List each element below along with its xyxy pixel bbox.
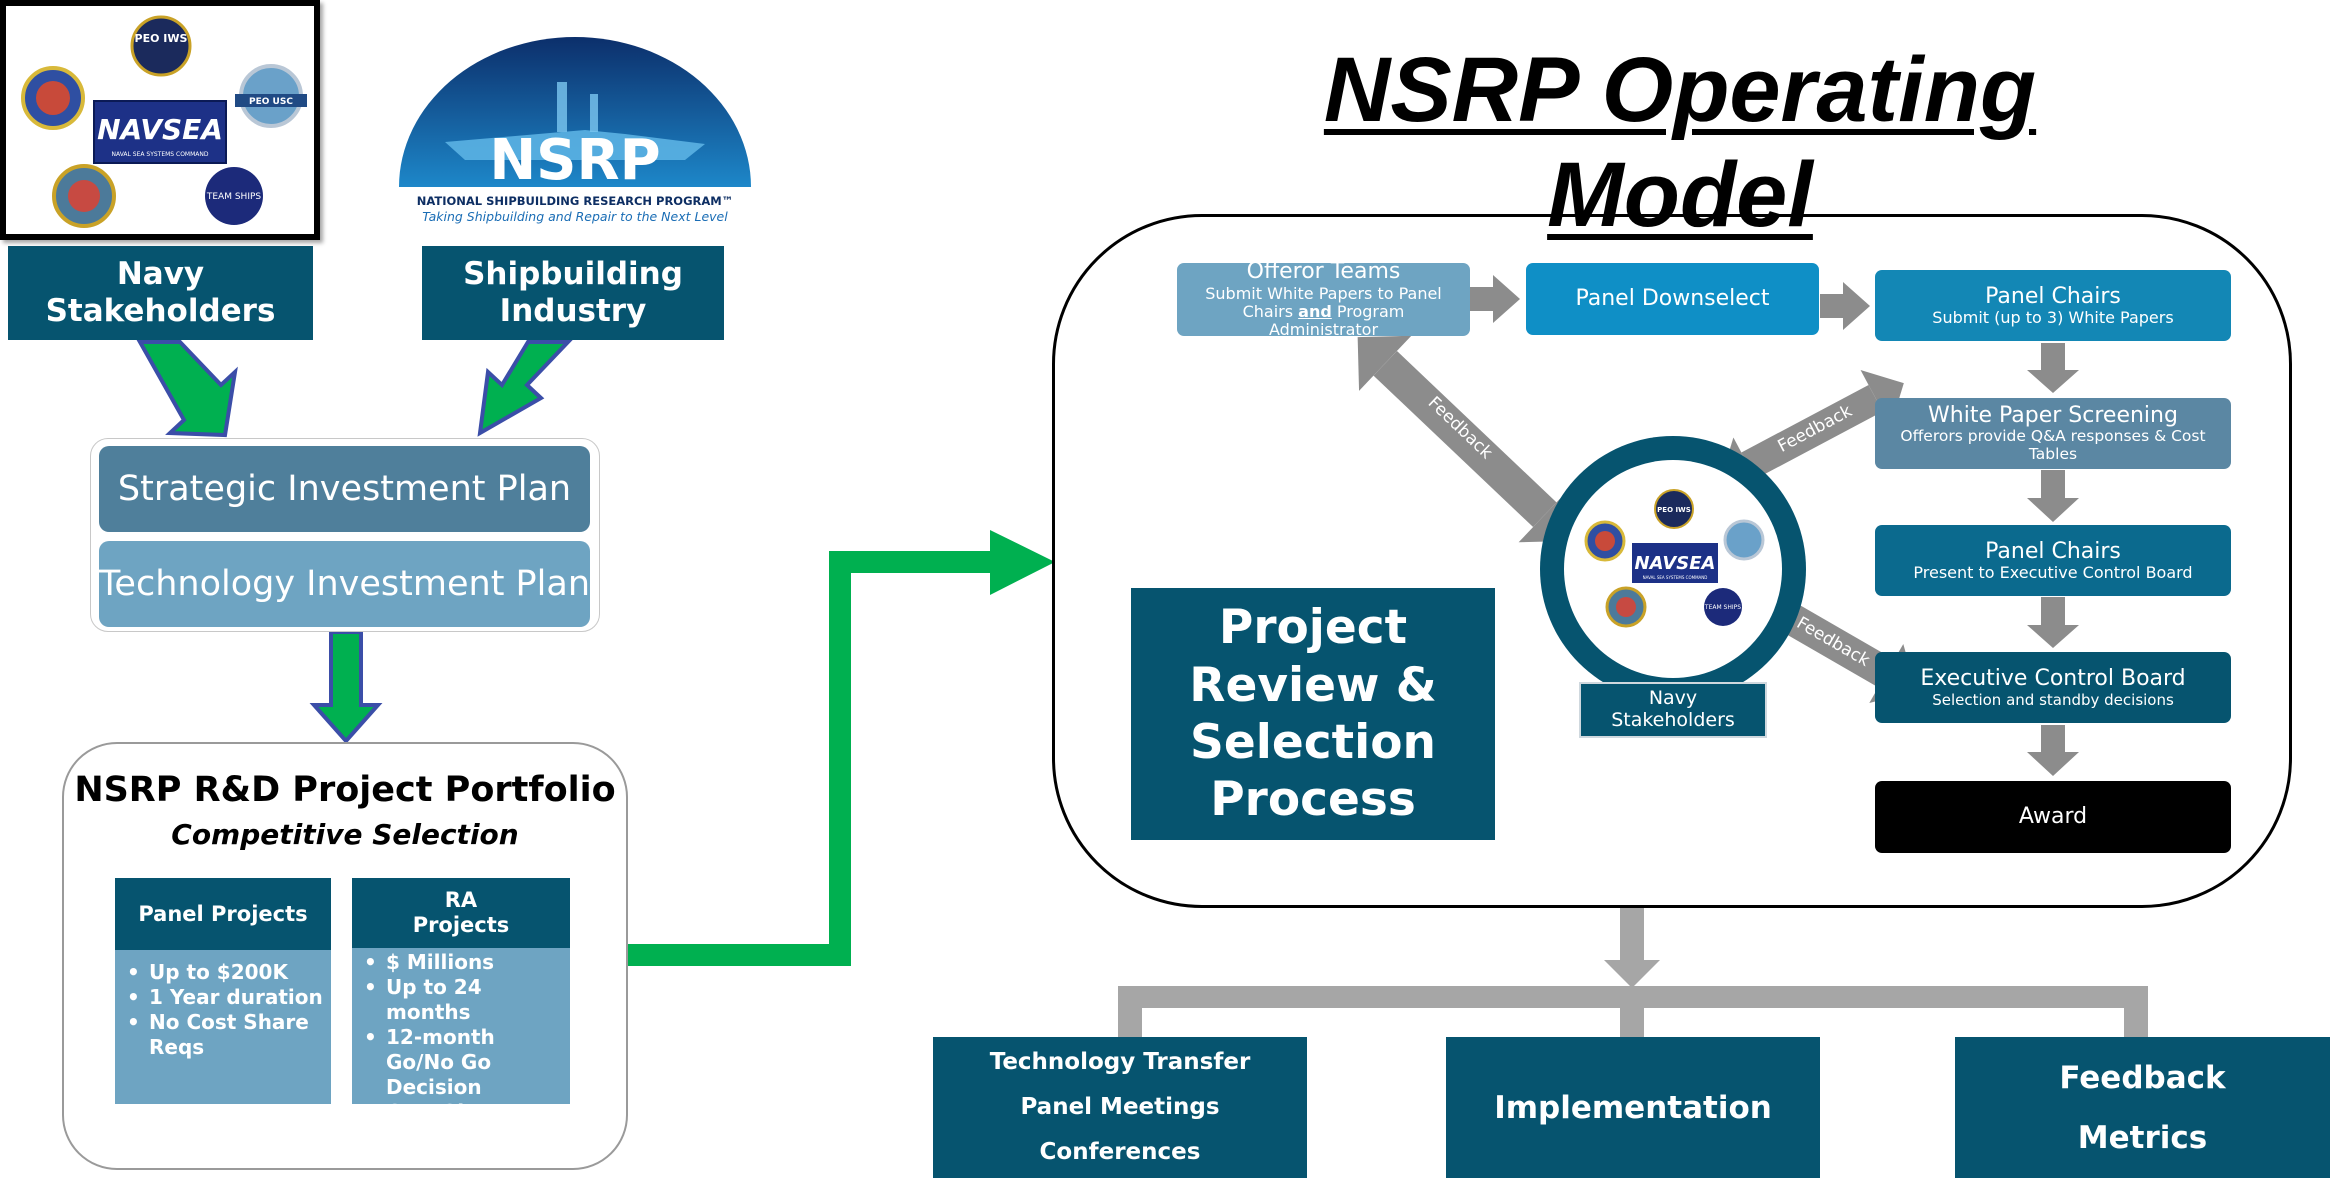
panel-projects-header-text: Panel Projects: [138, 902, 308, 926]
seal-peo-usc-text: PEO USC: [249, 97, 293, 107]
chairs-to-screening-arrow: [2027, 343, 2079, 393]
offeror-to-downselect-arrow: [1470, 275, 1520, 323]
portfolio-subtitle-text: Competitive Selection: [171, 818, 519, 851]
navy-stakeholders-box: Navy Stakeholders: [8, 246, 313, 340]
outcome-drop-left: [1118, 986, 1142, 1038]
panel-chairs-present-subtitle: Present to Executive Control Board: [1913, 562, 2193, 582]
process-label-box: Project Review & Selection Process: [1131, 588, 1495, 840]
executive-control-board-title: Executive Control Board: [1920, 666, 2186, 692]
offeror-teams-box: Offeror Teams Submit White Papers to Pan…: [1177, 259, 1470, 339]
panel-chairs-submit-title: Panel Chairs: [1985, 283, 2121, 309]
ra-projects-bullet: Cost Share Reqs: [364, 1100, 564, 1150]
panel-chairs-present-box: Panel Chairs Present to Executive Contro…: [1875, 525, 2231, 596]
panel-projects-card: Panel Projects Up to $200K 1 Year durati…: [115, 878, 331, 1104]
ra-projects-header: RA Projects: [352, 878, 570, 948]
outcome-trunk-arrowhead: [1604, 960, 1660, 988]
panel-downselect-label: Panel Downselect: [1575, 286, 1770, 312]
process-label-text: Project Review & Selection Process: [1189, 600, 1437, 828]
ra-projects-bullet: 12-month Go/No Go Decision: [364, 1025, 564, 1100]
white-paper-screening-box: White Paper Screening Offerors provide Q…: [1875, 398, 2231, 469]
ra-projects-bullet: $ Millions: [364, 950, 564, 975]
navsea-caption: NAVAL SEA SYSTEMS COMMAND: [111, 151, 208, 158]
ecb-to-award-arrow: [2027, 725, 2079, 776]
seals-graphic: PEO IWS PEO USC NAVSEA NAVAL SEA SYSTEMS…: [21, 15, 307, 228]
outcome-implementation: Implementation: [1494, 1089, 1772, 1126]
outcome-metrics: Metrics: [2077, 1119, 2208, 1156]
outcome-trunk: [1620, 906, 1644, 966]
nsrp-tagline: Taking Shipbuilding and Repair to the Ne…: [422, 209, 728, 224]
technology-transfer-box: Technology Transfer Panel Meetings Confe…: [933, 1037, 1307, 1178]
award-label: Award: [2018, 804, 2088, 830]
ring-seals-graphic: PEO IWS NAVSEA NAVAL SEA SYSTEMS COMMAND…: [1584, 489, 1765, 628]
page-title-text: NSRP Operating Model: [1323, 39, 2037, 246]
portfolio-to-process-connector: [628, 551, 1000, 966]
stakeholder-seals-logo: PEO IWS PEO USC NAVSEA NAVAL SEA SYSTEMS…: [0, 0, 320, 240]
ring-seal-peo-iws-text: PEO IWS: [1657, 506, 1691, 514]
offeror-teams-title: Offeror Teams: [1246, 259, 1401, 285]
offeror-teams-subtitle: Submit White Papers to Panel Chairs and …: [1205, 283, 1442, 340]
ra-projects-card: RA Projects $ Millions Up to 24 months 1…: [352, 878, 570, 1149]
outcome-panel-meetings: Panel Meetings: [1020, 1094, 1220, 1120]
downselect-to-chairs-arrow: [1820, 282, 1870, 330]
shipbuilding-industry-box: Shipbuilding Industry: [422, 246, 724, 340]
seal-team-ships-text: TEAM SHIPS: [206, 192, 262, 202]
ring-navsea-wordmark: NAVSEA: [1635, 553, 1716, 574]
navy-stakeholders-label: Navy Stakeholders: [45, 255, 276, 329]
panel-downselect-box: Panel Downselect: [1526, 263, 1819, 335]
ring-navy-stakeholders-label: Navy Stakeholders: [1611, 687, 1735, 731]
shipbuilding-industry-label: Shipbuilding Industry: [463, 255, 683, 329]
plan-to-portfolio-arrow: [309, 630, 383, 745]
strategic-investment-plan: Strategic Investment Plan: [99, 446, 590, 532]
ring-navsea-caption: NAVAL SEA SYSTEMS COMMAND: [1643, 575, 1708, 580]
outcome-technology-transfer: Technology Transfer: [989, 1049, 1251, 1075]
ring-seal-team-ships-text: TEAM SHIPS: [1704, 604, 1741, 611]
white-paper-screening-title: White Paper Screening: [1928, 403, 2178, 429]
industry-to-plan-arrow: [477, 340, 573, 437]
seal-peo-iws-text: PEO IWS: [135, 32, 188, 45]
process-panel: [1052, 214, 2292, 908]
screening-to-present-arrow: [2027, 470, 2079, 522]
award-box: Award: [1875, 781, 2231, 853]
nsrp-wordmark: NSRP: [489, 128, 660, 193]
outcome-conferences: Conferences: [1039, 1139, 1201, 1165]
navsea-wordmark: NAVSEA: [97, 113, 223, 146]
nsrp-logo-graphic: NSRP NATIONAL SHIPBUILDING RESEARCH PROG…: [399, 37, 751, 224]
feedback-metrics-box: Feedback Metrics: [1955, 1037, 2330, 1178]
panel-projects-header: Panel Projects: [115, 878, 331, 950]
outcome-drop-right: [2124, 986, 2148, 1038]
panel-chairs-present-title: Panel Chairs: [1985, 538, 2121, 564]
white-paper-screening-subtitle: Offerors provide Q&A responses & Cost Ta…: [1900, 427, 2206, 464]
nsrp-program-name: NATIONAL SHIPBUILDING RESEARCH PROGRAM™: [417, 194, 733, 208]
strategic-investment-plan-label: Strategic Investment Plan: [117, 469, 572, 509]
navy-to-plan-arrow: [136, 340, 238, 438]
present-to-ecb-arrow: [2027, 597, 2079, 648]
page-title: NSRP Operating Model: [1180, 38, 2180, 248]
portfolio-title-text: NSRP R&D Project Portfolio: [74, 770, 616, 810]
panel-chairs-submit-box: Panel Chairs Submit (up to 3) White Pape…: [1875, 270, 2231, 341]
panel-projects-bullet: No Cost Share Reqs: [127, 1010, 323, 1060]
technology-investment-plan-label: Technology Investment Plan: [99, 564, 591, 604]
portfolio-title: NSRP R&D Project Portfolio: [62, 770, 628, 810]
panel-chairs-submit-subtitle: Submit (up to 3) White Papers: [1932, 307, 2174, 327]
panel-projects-bullet: Up to $200K: [127, 960, 323, 985]
executive-control-board-subtitle: Selection and standby decisions: [1932, 690, 2174, 709]
portfolio-subtitle: Competitive Selection: [62, 818, 628, 851]
ring-navy-stakeholders-label-box: Navy Stakeholders: [1579, 682, 1767, 738]
ra-projects-header-text: RA Projects: [412, 887, 510, 937]
portfolio-to-process-arrowhead: [990, 530, 1055, 595]
executive-control-board-box: Executive Control Board Selection and st…: [1875, 652, 2231, 723]
nsrp-logo: NSRP NATIONAL SHIPBUILDING RESEARCH PROG…: [385, 22, 765, 232]
panel-projects-bullets: Up to $200K 1 Year duration No Cost Shar…: [115, 950, 331, 1060]
implementation-box: Implementation: [1446, 1037, 1820, 1178]
ra-projects-bullets: $ Millions Up to 24 months 12-month Go/N…: [352, 948, 570, 1150]
technology-investment-plan: Technology Investment Plan: [99, 541, 590, 627]
ra-projects-bullet: Up to 24 months: [364, 975, 564, 1025]
panel-projects-bullet: 1 Year duration: [127, 985, 323, 1010]
outcome-feedback: Feedback: [2059, 1059, 2226, 1096]
outcome-drop-mid: [1620, 986, 1644, 1038]
